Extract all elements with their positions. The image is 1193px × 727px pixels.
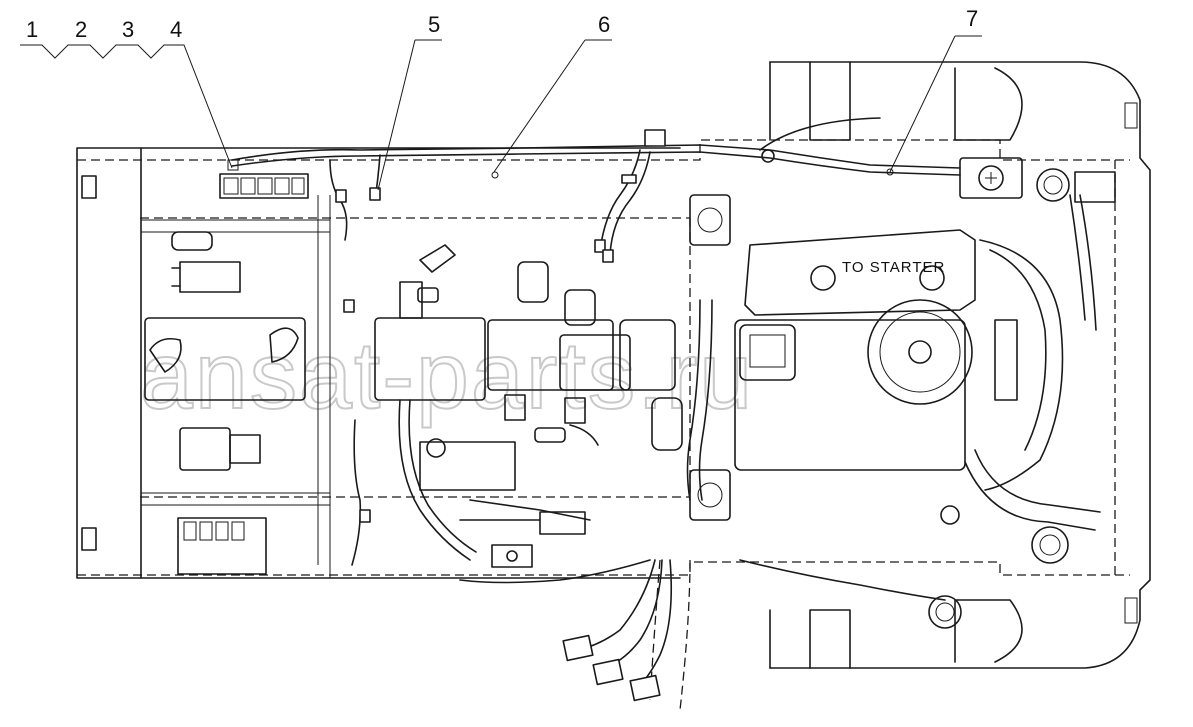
front-components xyxy=(689,157,1116,629)
connector-plug-1 xyxy=(562,634,594,662)
engine-port-right xyxy=(919,265,945,291)
frame-mount-bottom xyxy=(81,527,97,551)
callout-4: 4 xyxy=(170,17,182,42)
callout-2: 2 xyxy=(75,17,87,42)
connector-plug-2 xyxy=(592,658,624,686)
cab-components xyxy=(144,231,306,575)
main-harness-top xyxy=(231,117,961,256)
engine-port-left xyxy=(810,265,836,291)
callout-3: 3 xyxy=(122,17,134,42)
connector-plug-3 xyxy=(629,674,661,702)
harness-connectors xyxy=(335,129,894,523)
connector-5 xyxy=(369,187,381,201)
front-frame xyxy=(769,61,1151,669)
callout-1: 1 xyxy=(26,17,38,42)
callout-leaders xyxy=(20,35,982,191)
frame-mount-top xyxy=(81,175,97,199)
fuse-relay-block xyxy=(219,159,309,199)
hanging-cables xyxy=(459,559,946,702)
callout-5: 5 xyxy=(428,12,440,37)
callout-6: 6 xyxy=(598,12,610,37)
callout-7: 7 xyxy=(966,6,978,31)
chassis-frame xyxy=(76,147,681,579)
solenoid-bracket xyxy=(459,511,586,568)
starter-label: TO STARTER xyxy=(842,259,945,276)
hydraulic-valves xyxy=(374,244,683,491)
hoses xyxy=(351,299,713,566)
engine: TO STARTER xyxy=(734,229,1064,491)
callout-labels: 1 2 3 4 5 6 7 xyxy=(26,6,978,42)
watermark-text: ansat-parts.ru xyxy=(140,323,754,429)
radiator-hoses xyxy=(964,194,1101,531)
